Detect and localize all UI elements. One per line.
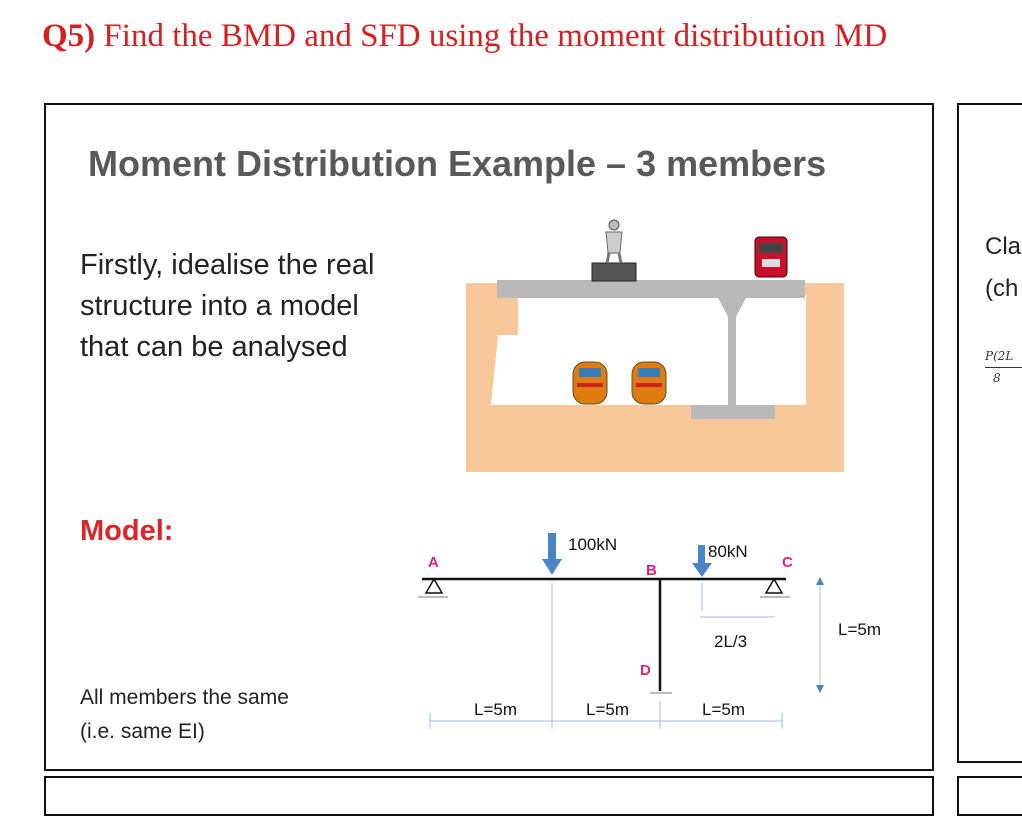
dim-span1-label: L=5m: [474, 700, 517, 719]
train-2: [631, 361, 667, 405]
slide-main: Moment Distribution Example – 3 members …: [44, 103, 934, 771]
slide-next: [44, 776, 934, 816]
road-cut: [491, 295, 806, 405]
pier-footing: [691, 405, 775, 419]
support-c-icon: [764, 577, 784, 594]
intro-line: Firstly, idealise the real: [80, 249, 375, 281]
dim-span3-label: L=5m: [702, 700, 745, 719]
side-formula-numerator: P(2L: [985, 349, 1014, 363]
truck-grille: [762, 259, 780, 267]
node-b-label: B: [646, 562, 657, 579]
node-c-label: C: [782, 554, 793, 571]
node-a-label: A: [428, 554, 439, 571]
dim-two-l-thirds-label: 2L/3: [714, 632, 747, 651]
support-a-icon: [424, 577, 444, 594]
note-line: (i.e. same EI): [80, 720, 205, 743]
dim-column-label: L=5m: [838, 620, 881, 639]
bridge-deck: [497, 280, 805, 298]
question-title: Q5) Find the BMD and SFD using the momen…: [42, 18, 887, 55]
note-line: All members the same: [80, 686, 289, 709]
statue-legs: [605, 252, 623, 264]
statue-head: [608, 219, 620, 231]
statue-body: [605, 231, 623, 254]
intro-text: Firstly, idealise the real structure int…: [80, 245, 480, 368]
train-1: [572, 361, 608, 405]
side-text-line2: (ch: [985, 275, 1019, 302]
bridge-pier: [718, 298, 746, 405]
model-label: Model:: [80, 515, 174, 547]
statue-pedestal: [591, 262, 637, 282]
slide-title: Moment Distribution Example – 3 members: [88, 143, 827, 184]
intro-line: structure into a model: [80, 290, 359, 322]
structure-illustration: 100kN 80kN A B C D 2L/3 L=5m L=5m L=5m L…: [418, 219, 881, 729]
load-arrow-80kN-icon: [692, 545, 712, 577]
load-80kN-label: 80kN: [708, 542, 748, 561]
intro-line: that can be analysed: [80, 331, 348, 363]
side-text-line1: Cla: [985, 233, 1022, 260]
node-d-label: D: [640, 662, 651, 679]
dim-span2-label: L=5m: [586, 700, 629, 719]
question-text: Find the BMD and SFD using the moment di…: [103, 18, 888, 54]
load-arrow-100kN-icon: [542, 533, 562, 575]
slide-next-side: [957, 776, 1022, 816]
question-number: Q5): [42, 18, 96, 54]
slide-side: Cla (ch P(2L 8: [957, 103, 1022, 763]
load-100kN-label: 100kN: [568, 535, 617, 554]
fraction-bar: [985, 367, 1022, 368]
side-formula-denominator: 8: [993, 371, 1001, 385]
note-text: All members the same (i.e. same EI): [80, 681, 400, 749]
truck-window: [759, 243, 783, 253]
